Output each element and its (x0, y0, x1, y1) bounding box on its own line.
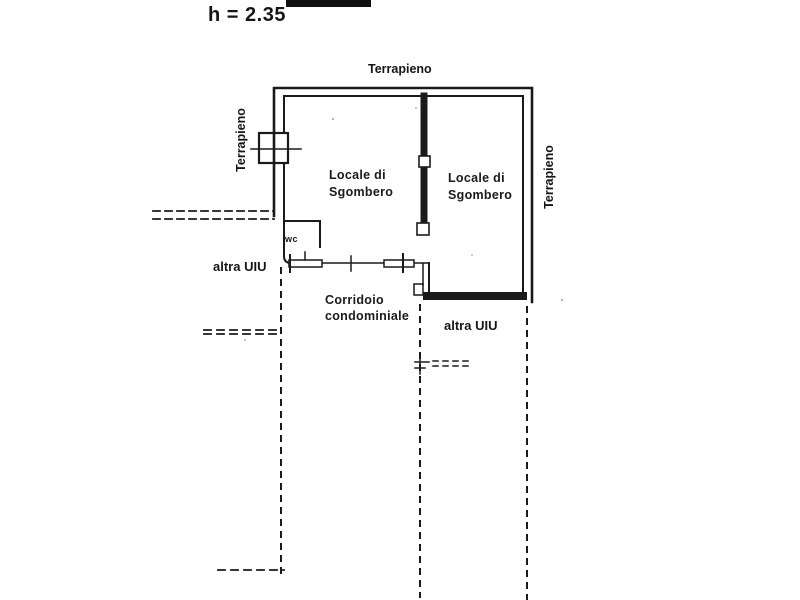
terrapieno-label-right: Terrapieno (542, 145, 556, 209)
corridor-label-line: Corridoio (325, 293, 384, 307)
altra-uiu-label-left: altra UIU (213, 259, 267, 274)
inner-wall-left-lower (283, 162, 293, 265)
wall-step (413, 262, 430, 296)
room-label-storage-left: Locale di Sgombero (329, 167, 393, 201)
partition-opening-top (418, 155, 431, 168)
partition-wall (416, 92, 431, 236)
outer-wall (272, 86, 534, 304)
room-label-line: Locale di (448, 171, 505, 185)
room-label-line: Sgombero (448, 188, 513, 202)
small-dashed-mark (414, 355, 474, 375)
wc-label: wc (285, 234, 299, 244)
door-threshold-left (288, 259, 323, 268)
terrapieno-label-left: Terrapieno (234, 108, 248, 172)
window-symbol (250, 131, 302, 165)
corridor-label: Corridoio condominiale (325, 292, 409, 324)
altra-uiu-label-right: altra UIU (444, 318, 498, 333)
scan-noise (244, 107, 564, 341)
terrapieno-label-top: Terrapieno (368, 62, 432, 76)
door-threshold-right (383, 259, 415, 268)
corridor-wall (288, 251, 430, 273)
wc-walls (283, 220, 321, 248)
room-label-line: Sgombero (329, 185, 394, 199)
partition-opening-bottom (416, 222, 430, 236)
room-label-storage-right: Locale di Sgombero (448, 170, 512, 204)
room-label-line: Locale di (329, 168, 386, 182)
height-note: h = 2.35 (208, 4, 286, 26)
corridor-label-line: condominiale (325, 309, 410, 323)
redaction-bar (286, 0, 371, 7)
boundary-dashed-lines (152, 210, 528, 600)
